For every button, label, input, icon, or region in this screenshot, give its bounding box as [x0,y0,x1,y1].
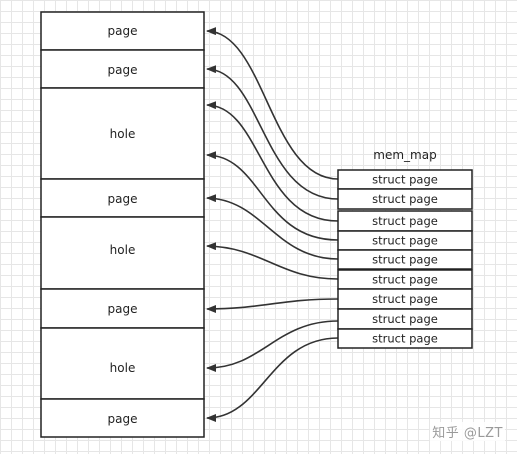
connector-arrows [206,27,339,422]
arrow-entry-8-to-block-7 [206,337,339,422]
struct-page-entry-2-label: struct page [372,214,438,228]
struct-page-entry-1-label: struct page [372,192,438,206]
mem-block-7 [40,398,205,438]
struct-page-entry-3-label: struct page [372,234,438,248]
arrow-entry-1-to-block-1 [206,65,339,200]
arrow-entry-4-to-block-3 [206,194,339,260]
zhihu-watermark: 知乎 @LZT [430,422,505,441]
mem-block-0-label: page [108,24,138,38]
mem-block-4-label: hole [110,243,136,257]
arrow-entry-3-to-hole-2b [206,151,339,241]
struct-page-entry-8 [337,328,473,349]
arrow-entry-6-to-block-5 [206,298,339,313]
mem-block-5 [40,288,205,329]
mem-block-5-label: page [108,302,138,316]
arrow-entry-5-to-hole-4 [206,242,339,280]
mem-block-3 [40,178,205,218]
mem-block-2 [40,87,205,180]
mem-block-3-label: page [108,192,138,206]
physical-memory-column: page page hole page hole page hole page [40,11,205,438]
struct-page-entry-8-label: struct page [372,332,438,346]
arrow-entry-7-to-hole-6 [206,320,339,372]
mem-block-2-label: hole [110,127,136,141]
struct-page-entry-4 [337,249,473,270]
mem-block-7-label: page [108,412,138,426]
struct-page-entry-1 [337,188,473,210]
struct-page-entry-7-label: struct page [372,312,438,326]
struct-page-entry-4-label: struct page [372,253,438,267]
mem-map-array: mem_map struct page struct page struct p… [337,148,473,349]
mem-block-0 [40,11,205,51]
mem-block-1-label: page [108,63,138,77]
mem-map-title: mem_map [373,148,436,162]
mem-block-1 [40,49,205,89]
struct-page-entry-5-label: struct page [372,273,438,287]
struct-page-entry-0-label: struct page [372,173,438,187]
arrow-entry-2-to-hole-2a [206,101,339,222]
struct-page-entry-6-label: struct page [372,292,438,306]
arrow-entry-0-to-block-0 [206,27,339,180]
mem-block-6-label: hole [110,361,136,375]
